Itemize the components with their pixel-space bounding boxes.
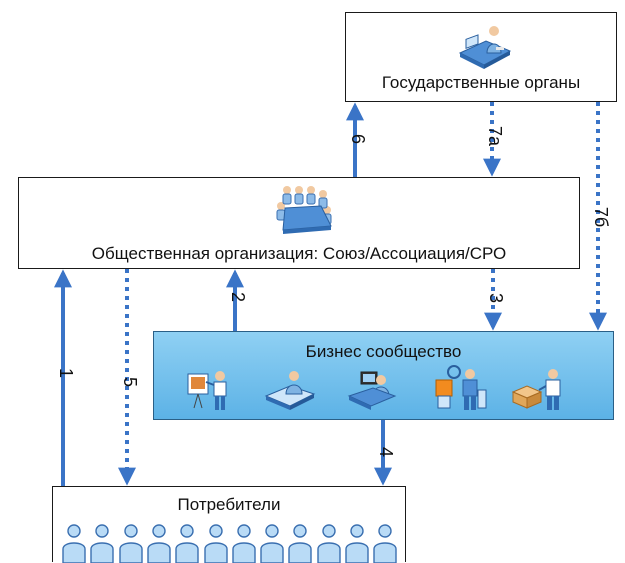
arrow-5-label: 5 — [120, 377, 140, 387]
government-label: Государственные органы — [381, 73, 581, 92]
arrow-4-label: 4 — [376, 447, 396, 457]
person-icon — [345, 524, 369, 563]
arrow-7b-label: 7б — [591, 207, 611, 227]
person-icon — [147, 524, 171, 563]
meeting-table-icon — [276, 186, 332, 234]
person-icon — [62, 524, 86, 563]
worker-icon — [264, 371, 316, 410]
business-box: Бизнес сообщество — [153, 331, 614, 420]
organization-label: Общественная организация: Союз/Ассоциаци… — [91, 244, 507, 263]
consumers-people-row — [61, 523, 401, 563]
organization-box: Общественная организация: Союз/Ассоциаци… — [18, 177, 580, 269]
consumers-box: Потребители — [52, 486, 406, 563]
arrow-1-label: 1 — [56, 368, 76, 378]
consumers-label: Потребители — [177, 495, 281, 514]
official-at-desk-icon — [458, 26, 512, 69]
office-worker-icon — [347, 371, 397, 410]
person-icon — [373, 524, 397, 563]
arrow-6-label: 6 — [348, 134, 368, 144]
person-icon — [203, 524, 228, 563]
arrow-7a-label: 7а — [485, 126, 505, 147]
presenter-icon — [187, 371, 227, 410]
person-icon — [118, 524, 143, 563]
person-icon — [288, 524, 313, 563]
arrow-3-label: 3 — [486, 293, 506, 303]
engineer-icon — [435, 365, 487, 410]
arrow-2-label: 2 — [228, 292, 248, 302]
person-icon — [316, 524, 341, 563]
business-label: Бизнес сообщество — [305, 342, 462, 361]
person-icon — [175, 524, 199, 563]
person-icon — [232, 524, 256, 563]
person-icon — [90, 524, 114, 563]
warehouse-worker-icon — [511, 369, 561, 410]
government-box: Государственные органы — [345, 12, 617, 102]
person-icon — [260, 524, 284, 563]
